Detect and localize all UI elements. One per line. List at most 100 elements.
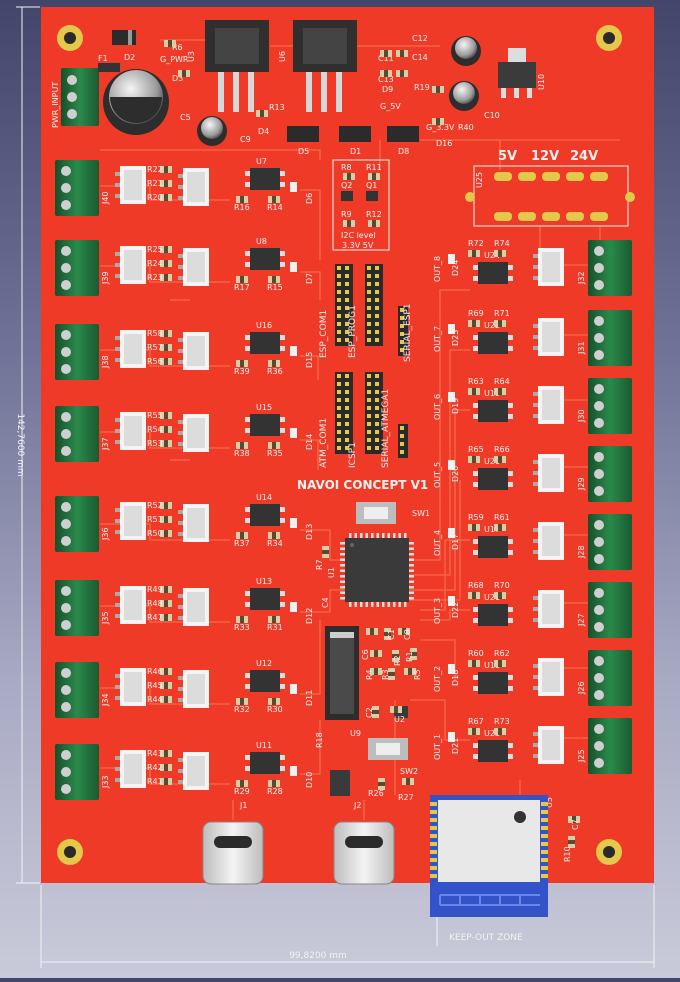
misc-passive-0	[322, 546, 329, 558]
trace-9	[300, 271, 321, 300]
terminal-j33	[55, 744, 99, 800]
optocoupler-u8	[245, 248, 285, 270]
ref-d18: D18	[451, 670, 460, 686]
ref-j27: J27	[577, 613, 586, 627]
ref-j39: J39	[101, 271, 110, 285]
ref-j40: J40	[101, 191, 110, 205]
ref-d3: D3	[172, 74, 183, 83]
height-dimension: 142,7600 mm	[15, 413, 25, 476]
i2c-ref-q1: Q1	[366, 181, 377, 190]
width-dimension: 99,8200 mm	[289, 951, 347, 961]
resistor-r16	[236, 196, 248, 203]
sensor-connector-3	[115, 330, 146, 368]
misc-ref-r18: R18	[315, 732, 324, 748]
terminal-j34	[55, 662, 99, 718]
sensor-connector-8	[115, 750, 146, 788]
resistor-r47	[160, 614, 172, 621]
ref-d14: D14	[305, 434, 314, 450]
switch-sw2	[368, 738, 408, 760]
resistor-r69	[468, 320, 480, 327]
i2c-ref-q2: Q2	[341, 181, 352, 190]
misc-ref-r3: R3	[381, 669, 390, 680]
switch-sw1	[356, 502, 396, 524]
ref-d6: D6	[305, 193, 314, 204]
resistor-r9	[343, 220, 355, 227]
optocoupler-u12	[245, 670, 285, 692]
driver-u24	[473, 262, 513, 284]
selector-pad-bottom-1	[518, 212, 536, 221]
top-passive-2	[256, 110, 268, 117]
transistor-q1	[366, 191, 378, 201]
i2c-ref-r9: R9	[341, 210, 352, 219]
resistor-r53	[160, 440, 172, 447]
ref-r71: R71	[494, 309, 510, 318]
terminal-j31	[588, 310, 632, 366]
resistor-r67	[468, 728, 480, 735]
ref-r67: R67	[468, 717, 484, 726]
misc-ref-u5: U5	[545, 797, 554, 808]
diode-d2	[112, 30, 136, 45]
ref-c14: C14	[412, 53, 428, 62]
ref-r42: R42	[147, 763, 163, 772]
ref-r25: R25	[147, 245, 163, 254]
ic-u9	[330, 770, 350, 796]
optocoupler-u13	[245, 588, 285, 610]
ref-r38: R38	[234, 449, 250, 458]
misc-ref-u1: U1	[327, 567, 336, 578]
ref-j36: J36	[101, 527, 110, 541]
misc-passive-4	[410, 648, 417, 660]
ref-j30: J30	[577, 409, 586, 423]
top-passive-4	[396, 50, 408, 57]
misc-ref-r27: R27	[398, 793, 414, 802]
mounting-hole-bottom-right	[596, 839, 622, 865]
diodes-d5-d1-d8	[287, 126, 419, 142]
trace-16	[409, 289, 470, 561]
out-label-out-8: OUT_8	[433, 256, 442, 282]
driver-u17	[473, 536, 513, 558]
signal-connector-5	[178, 504, 209, 542]
trace-15	[300, 720, 321, 775]
board-title: NAVOI CONCEPT V1	[297, 478, 428, 492]
terminal-j38	[55, 324, 99, 380]
power-input-label: PWR_INPUT	[51, 82, 60, 128]
resistor-r35	[268, 442, 280, 449]
ref-r55: R55	[147, 411, 163, 420]
misc-passive-11	[390, 706, 402, 713]
out-label-out-7: OUT_7	[433, 326, 442, 352]
resistor-r30	[268, 698, 280, 705]
misc-ref-r7: R7	[315, 559, 324, 570]
trace-23	[410, 699, 470, 741]
out-label-out-5: OUT_5	[433, 462, 442, 488]
ref-d16: D16	[436, 139, 452, 148]
out-label-out-3: OUT_3	[433, 598, 442, 624]
signal-connector-3	[178, 332, 209, 370]
ref-r45: R45	[147, 681, 163, 690]
ref-r69: R69	[468, 309, 484, 318]
resistor-r71	[494, 320, 506, 327]
led-d17	[448, 528, 455, 538]
out-label-out-1: OUT_1	[433, 734, 442, 760]
usb-ports	[202, 821, 395, 885]
misc-passive-15	[568, 816, 580, 823]
resistor-r37	[236, 532, 248, 539]
signal-connector-1	[178, 168, 209, 206]
resistor-r36	[268, 360, 280, 367]
top-passive-5	[380, 70, 392, 77]
sensor-connector-6	[115, 586, 146, 624]
ref-u24: U24	[484, 251, 500, 260]
driver-u21	[473, 604, 513, 626]
ref-g-pwr: G_PWR	[160, 55, 189, 64]
terminal-j25	[588, 718, 632, 774]
resistor-r74	[494, 250, 506, 257]
misc-ref-r1: R1	[405, 651, 414, 662]
ref-d21: D21	[451, 738, 460, 754]
led-d12	[290, 602, 297, 612]
